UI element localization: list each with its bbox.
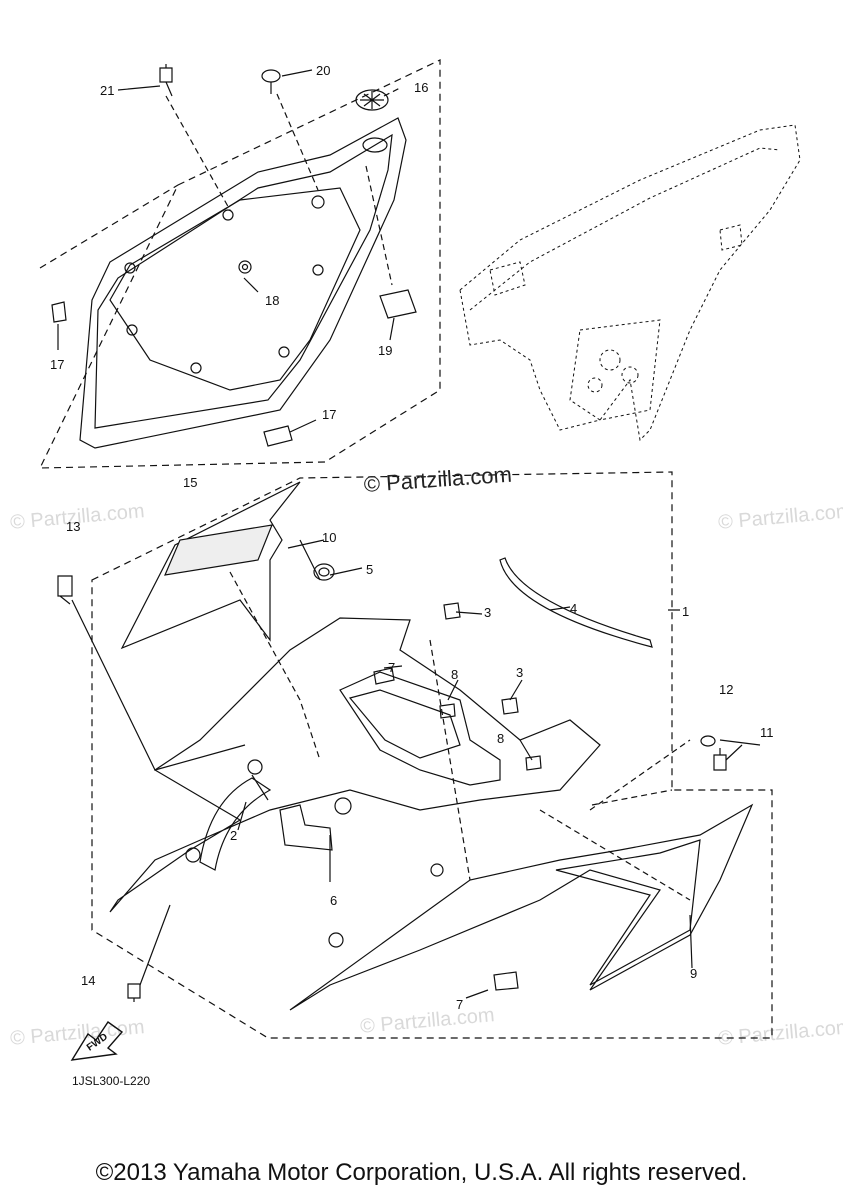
- part-2-main-panel: [109, 617, 601, 913]
- part-10-trim: [120, 481, 301, 650]
- callout-16: 16: [414, 80, 429, 95]
- callout-12: 12: [719, 682, 734, 697]
- callout-21: 21: [100, 83, 115, 98]
- callout-15: 15: [183, 475, 198, 490]
- part-4-strip: [499, 557, 653, 648]
- part-7-clip-bottom: [493, 971, 519, 991]
- part-3-nut-b: [501, 697, 519, 715]
- callout-18: 18: [265, 293, 280, 308]
- part-20-screw: [261, 69, 281, 83]
- part-9-lower-panel: [289, 803, 754, 1011]
- callout-3-top: 3: [484, 605, 492, 620]
- part-14-rivet: [127, 983, 141, 1002]
- group-1-boundary: [91, 471, 773, 1039]
- callout-19: 19: [378, 343, 393, 358]
- callout-4: 4: [570, 601, 578, 616]
- callout-6: 6: [330, 893, 338, 908]
- part-13-rivet: [57, 575, 73, 605]
- callout-3-mid: 3: [516, 665, 524, 680]
- callout-8-top: 8: [451, 667, 459, 682]
- callout-7-top: 7: [388, 660, 396, 675]
- callout-20: 20: [316, 63, 331, 78]
- part-3-nut-a: [443, 602, 461, 620]
- fwd-arrow-icon: [70, 1021, 124, 1061]
- part-16-grommet: [355, 89, 389, 111]
- callout-9: 9: [690, 966, 698, 981]
- part-12-collar: [700, 735, 716, 747]
- part-17-pad-bottom: [263, 425, 293, 447]
- part-8-bracket: [339, 671, 501, 786]
- part-17-pad-left: [51, 301, 67, 323]
- callout-17-left: 17: [50, 357, 65, 372]
- part-21-clip: [159, 64, 173, 97]
- callout-8-mid: 8: [497, 731, 505, 746]
- group-15-boundary: [39, 59, 441, 469]
- part-6-duct: [279, 804, 333, 851]
- footer-copyright: ©2013 Yamaha Motor Corporation, U.S.A. A…: [95, 1159, 748, 1186]
- callout-7-bottom: 7: [456, 997, 464, 1012]
- callout-14: 14: [81, 973, 96, 988]
- drawing-code: 1JSL300-L220: [72, 1074, 151, 1088]
- callout-10: 10: [322, 530, 337, 545]
- part-15-side-cover: [79, 117, 407, 449]
- part-19-pad: [379, 289, 417, 319]
- callout-2: 2: [230, 828, 238, 843]
- part-8-clip-b: [525, 755, 542, 771]
- callout-1: 1: [682, 604, 690, 619]
- part-8-clip-a: [439, 703, 456, 719]
- callout-13: 13: [66, 519, 81, 534]
- part-5-grommet: [313, 563, 335, 581]
- callout-17-bottom: 17: [322, 407, 337, 422]
- part-7-clip-top: [373, 667, 395, 685]
- part-11-bolt: [713, 748, 727, 771]
- callout-5: 5: [366, 562, 374, 577]
- callout-11: 11: [760, 725, 774, 740]
- frame-subframe: [459, 124, 801, 442]
